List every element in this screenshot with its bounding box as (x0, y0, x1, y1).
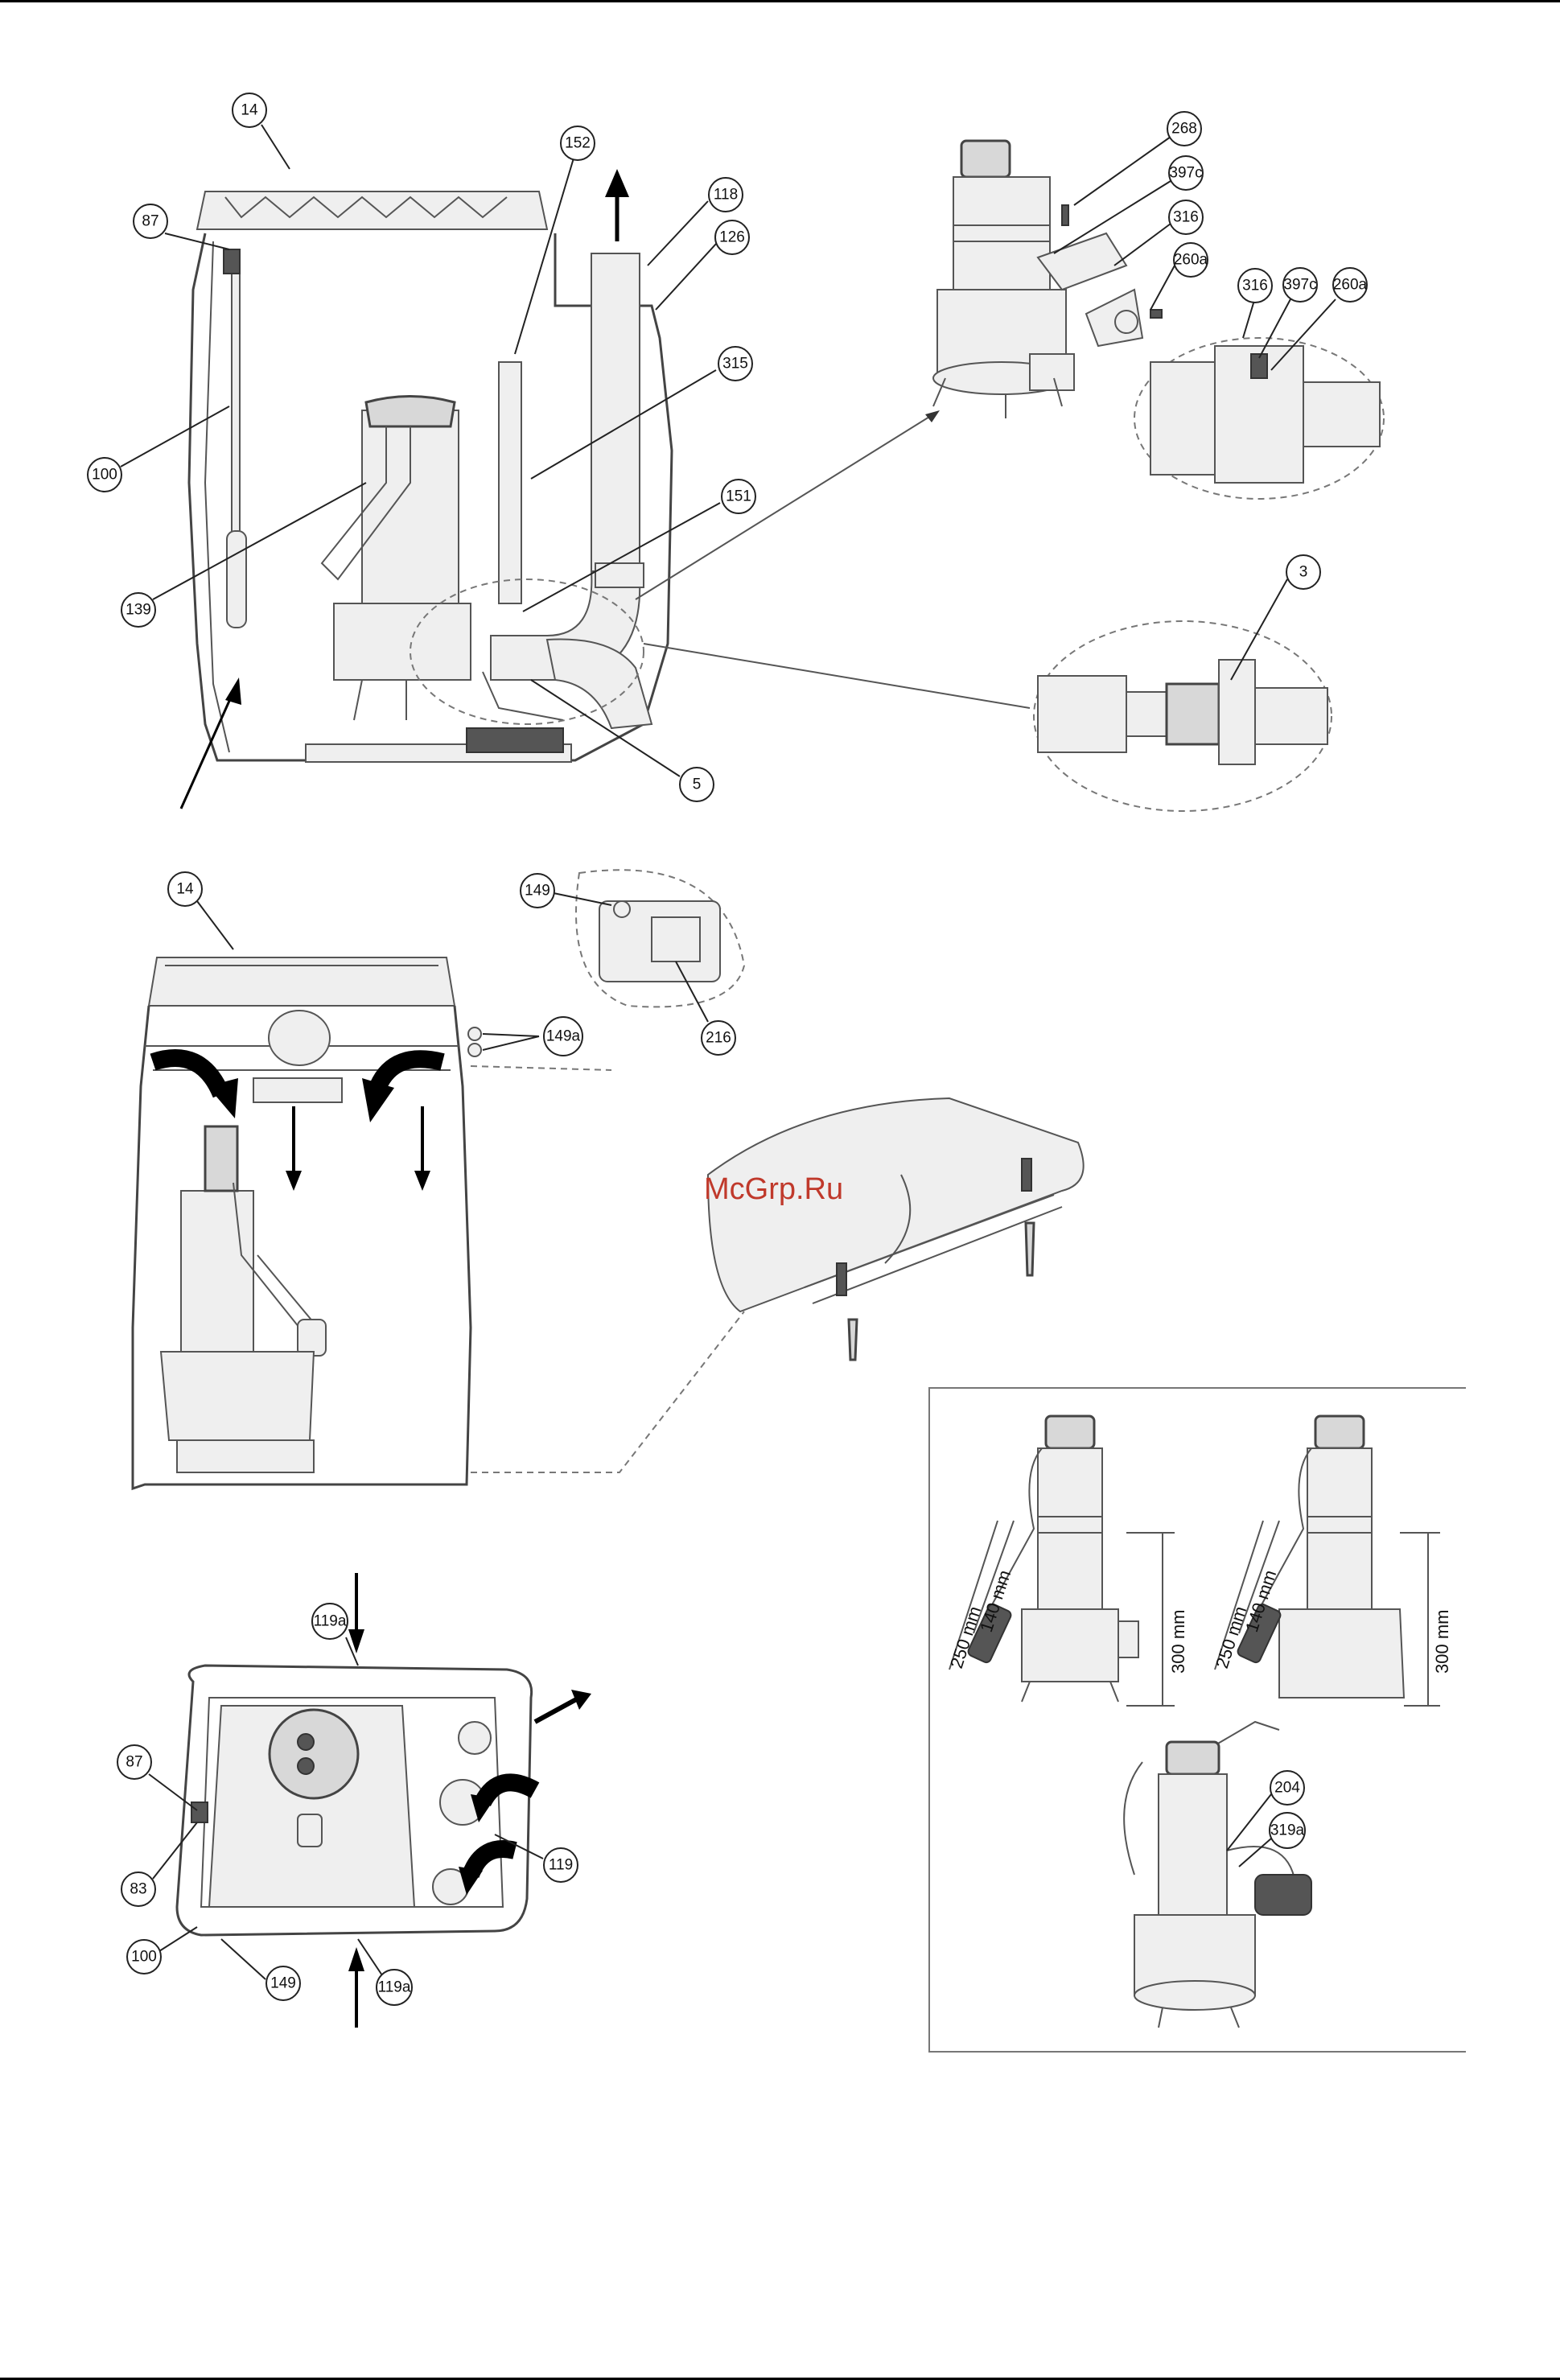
float-top (298, 1814, 322, 1847)
svg-text:152: 152 (565, 135, 591, 152)
svg-text:118: 118 (714, 187, 738, 204)
tank-top-figure (177, 1573, 591, 2028)
svg-text:260a: 260a (1333, 277, 1368, 294)
svg-text:149: 149 (525, 883, 550, 900)
outlet-top (459, 1722, 491, 1754)
callout-83-top: 83 (121, 1822, 197, 1906)
float-holder-top (191, 1802, 208, 1822)
front-pump-housing (161, 1352, 314, 1440)
svg-text:87: 87 (142, 213, 158, 230)
valve-pipe-left (1038, 676, 1126, 752)
svg-text:119a: 119a (314, 1613, 347, 1630)
callout-315-pipe: 315 (531, 347, 752, 479)
discharge-pipe (591, 253, 640, 571)
pump-outlet (1030, 354, 1074, 390)
callout-149-connector: 149 (521, 874, 611, 908)
svg-text:216: 216 (706, 1030, 731, 1047)
callout-14-front-lid: 14 (168, 872, 233, 949)
svg-text:100: 100 (92, 467, 117, 484)
svg-text:83: 83 (130, 1881, 146, 1898)
outflow-arrow (605, 169, 629, 197)
base-fitting (467, 728, 563, 752)
svg-text:151: 151 (726, 488, 751, 505)
callout-260a-bolt: 260a (1150, 243, 1208, 310)
cover-perspective-figure: McGrp.Ru (704, 1098, 1084, 1360)
watermark: McGrp.Ru (704, 1172, 843, 1206)
float-rod (232, 249, 240, 539)
svg-text:319a: 319a (1270, 1822, 1305, 1839)
svg-text:87: 87 (126, 1754, 142, 1771)
tank-front-figure (133, 870, 744, 1489)
detail-bracket-body (1150, 362, 1215, 475)
pump-top (270, 1710, 358, 1798)
float-clamp (224, 249, 240, 274)
dim-140-left: 140 mm (976, 1567, 1015, 1634)
callout-316-detail: 316 (1238, 269, 1272, 338)
svg-text:316: 316 (1242, 278, 1268, 294)
callout-149a-cable-glands: 149a (483, 1017, 582, 1056)
svg-text:204: 204 (1274, 1780, 1300, 1797)
svg-text:5: 5 (693, 776, 702, 793)
vent-pipe (499, 362, 521, 603)
svg-text:149a: 149a (546, 1028, 581, 1045)
callout-14-lid: 14 (233, 93, 290, 169)
float-switch (227, 531, 246, 628)
check-valve-detail-figure (1034, 621, 1332, 811)
svg-text:14: 14 (176, 881, 194, 898)
svg-text:397c: 397c (1169, 165, 1202, 182)
valve-pipe-right (1255, 688, 1327, 744)
valve-flange (1219, 660, 1255, 764)
connector-socket (652, 917, 700, 961)
callout-119a-bottom: 119a (358, 1939, 412, 2005)
callout-319a-float-cable: 319a (1239, 1813, 1305, 1867)
svg-text:315: 315 (722, 356, 748, 373)
svg-text:139: 139 (126, 602, 151, 619)
motor-housing (953, 177, 1050, 290)
svg-text:119: 119 (549, 1857, 573, 1874)
pump-handle (961, 141, 1010, 177)
dim-300-left: 300 mm (1168, 1610, 1188, 1674)
detail-outlet (1303, 382, 1380, 447)
svg-text:126: 126 (719, 229, 745, 246)
callout-149-top: 149 (221, 1939, 300, 2000)
tank-section-figure (181, 169, 1030, 809)
front-float (298, 1320, 326, 1356)
inlet-opening (269, 1011, 330, 1065)
dim-300-right: 300 mm (1432, 1610, 1452, 1674)
front-pump-base (177, 1440, 314, 1472)
svg-text:3: 3 (1299, 564, 1308, 581)
svg-text:268: 268 (1171, 121, 1197, 138)
callout-126-seal: 126 (656, 220, 749, 310)
front-pump-motor (181, 1191, 253, 1352)
svg-text:316: 316 (1173, 209, 1199, 226)
inner-bracket (253, 1078, 342, 1102)
pump-housing (334, 603, 471, 680)
float-adjustment-panel (929, 1388, 1466, 2052)
valve-union (1167, 684, 1219, 744)
svg-text:397c: 397c (1283, 277, 1316, 294)
svg-text:149: 149 (270, 1975, 296, 1992)
svg-text:119a: 119a (378, 1979, 411, 1996)
svg-text:100: 100 (131, 1949, 157, 1966)
valve-nut (1126, 692, 1167, 736)
arrow-bottom (348, 1947, 364, 1971)
svg-text:260a: 260a (1174, 252, 1208, 269)
inflow-arrow (225, 677, 241, 705)
flow-arrow-right (362, 1078, 394, 1122)
svg-text:14: 14 (241, 102, 258, 119)
callout-100-top: 100 (127, 1927, 197, 1974)
